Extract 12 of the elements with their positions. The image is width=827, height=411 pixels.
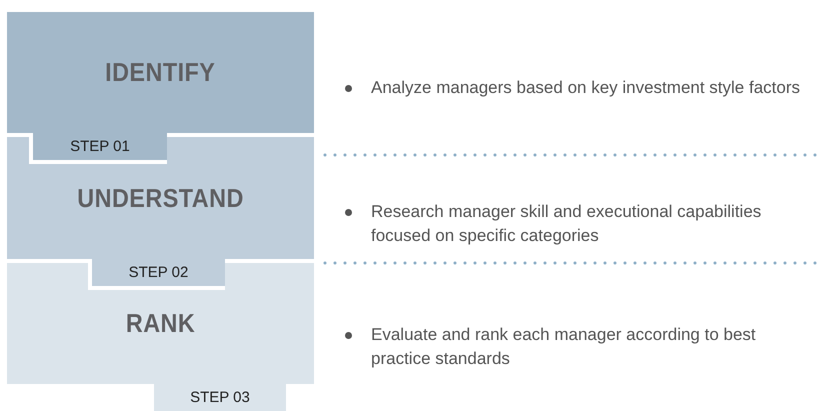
step-heading: IDENTIFY xyxy=(105,57,216,88)
step-heading: UNDERSTAND xyxy=(77,182,244,214)
description-text: Evaluate and rank each manager according to best practice standards xyxy=(371,324,757,370)
description-text: Research manager skill and executional capabilities focused on specific categories xyxy=(371,201,762,247)
step-band xyxy=(7,263,314,384)
step-band xyxy=(7,12,314,133)
description-text: Analyze managers based on key investment style factors xyxy=(371,77,801,99)
step-tab: STEP 01 xyxy=(29,133,167,164)
step-heading: RANK xyxy=(126,308,196,339)
step-band xyxy=(7,137,314,259)
step-tab: STEP 02 xyxy=(88,259,225,290)
step-tab: STEP 03 xyxy=(154,384,286,411)
